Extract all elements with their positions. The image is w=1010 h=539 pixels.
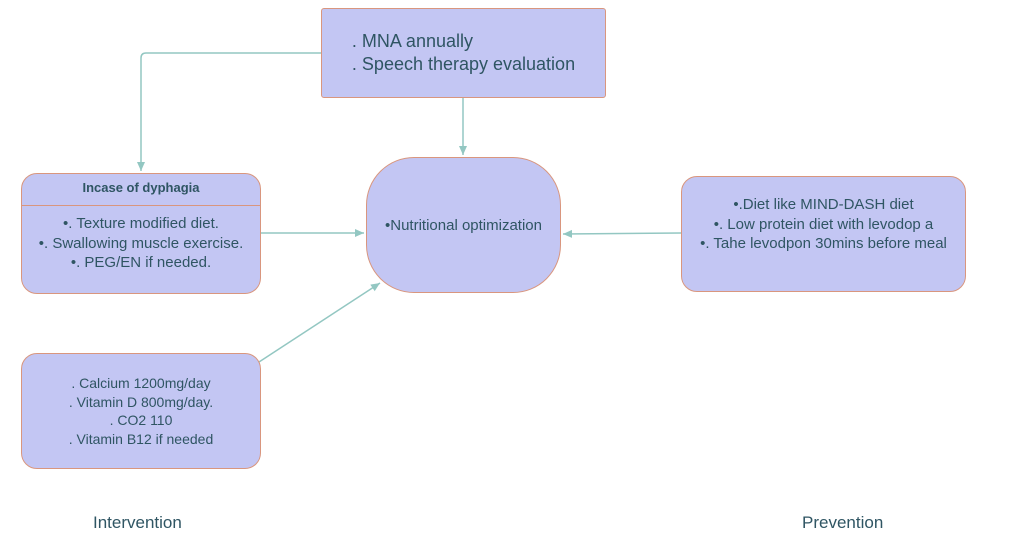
supplement-line: . Vitamin B12 if needed <box>68 430 214 447</box>
screening-line: . Speech therapy evaluation <box>351 54 576 74</box>
supplement-line: . Calcium 1200mg/day <box>71 375 211 391</box>
dysphagia-line: •. Texture modified diet. <box>63 215 219 232</box>
dysphagia-line: •. Swallowing muscle exercise. <box>38 234 244 252</box>
supplements-node[interactable]: . Calcium 1200mg/day . Vitamin D 800mg/d… <box>21 353 261 469</box>
dysphagia-header: Incase of dyphagia <box>22 174 260 206</box>
supplement-line: . CO2 110 <box>109 412 173 428</box>
connector-top-to-dysphagia <box>137 52 321 171</box>
dysphagia-line: •. PEG/EN if needed. <box>70 254 212 271</box>
supplement-line: . Vitamin D 800mg/day. <box>68 393 214 410</box>
nutritional-optimization-node[interactable]: •Nutritional optimization <box>366 157 561 293</box>
prevention-line: •.Diet like MIND-DASH diet <box>733 196 914 213</box>
connector-prevention-to-center <box>562 229 682 238</box>
prevention-line: •. Tahe levodpon 30mins before meal <box>700 235 947 252</box>
center-line: •Nutritional optimization <box>385 216 542 234</box>
prevention-node[interactable]: •.Diet like MIND-DASH diet •. Low protei… <box>681 176 966 292</box>
prevention-caption: Prevention <box>802 513 884 532</box>
dysphagia-node[interactable]: Incase of dyphagia •. Texture modified d… <box>21 173 261 294</box>
intervention-caption: Intervention <box>93 513 182 532</box>
connector-supplements-to-center <box>258 282 381 363</box>
screening-node[interactable]: . MNA annually . Speech therapy evaluati… <box>321 8 606 98</box>
screening-line: . MNA annually <box>351 31 473 51</box>
prevention-line: •. Low protein diet with levodop a <box>713 215 934 233</box>
